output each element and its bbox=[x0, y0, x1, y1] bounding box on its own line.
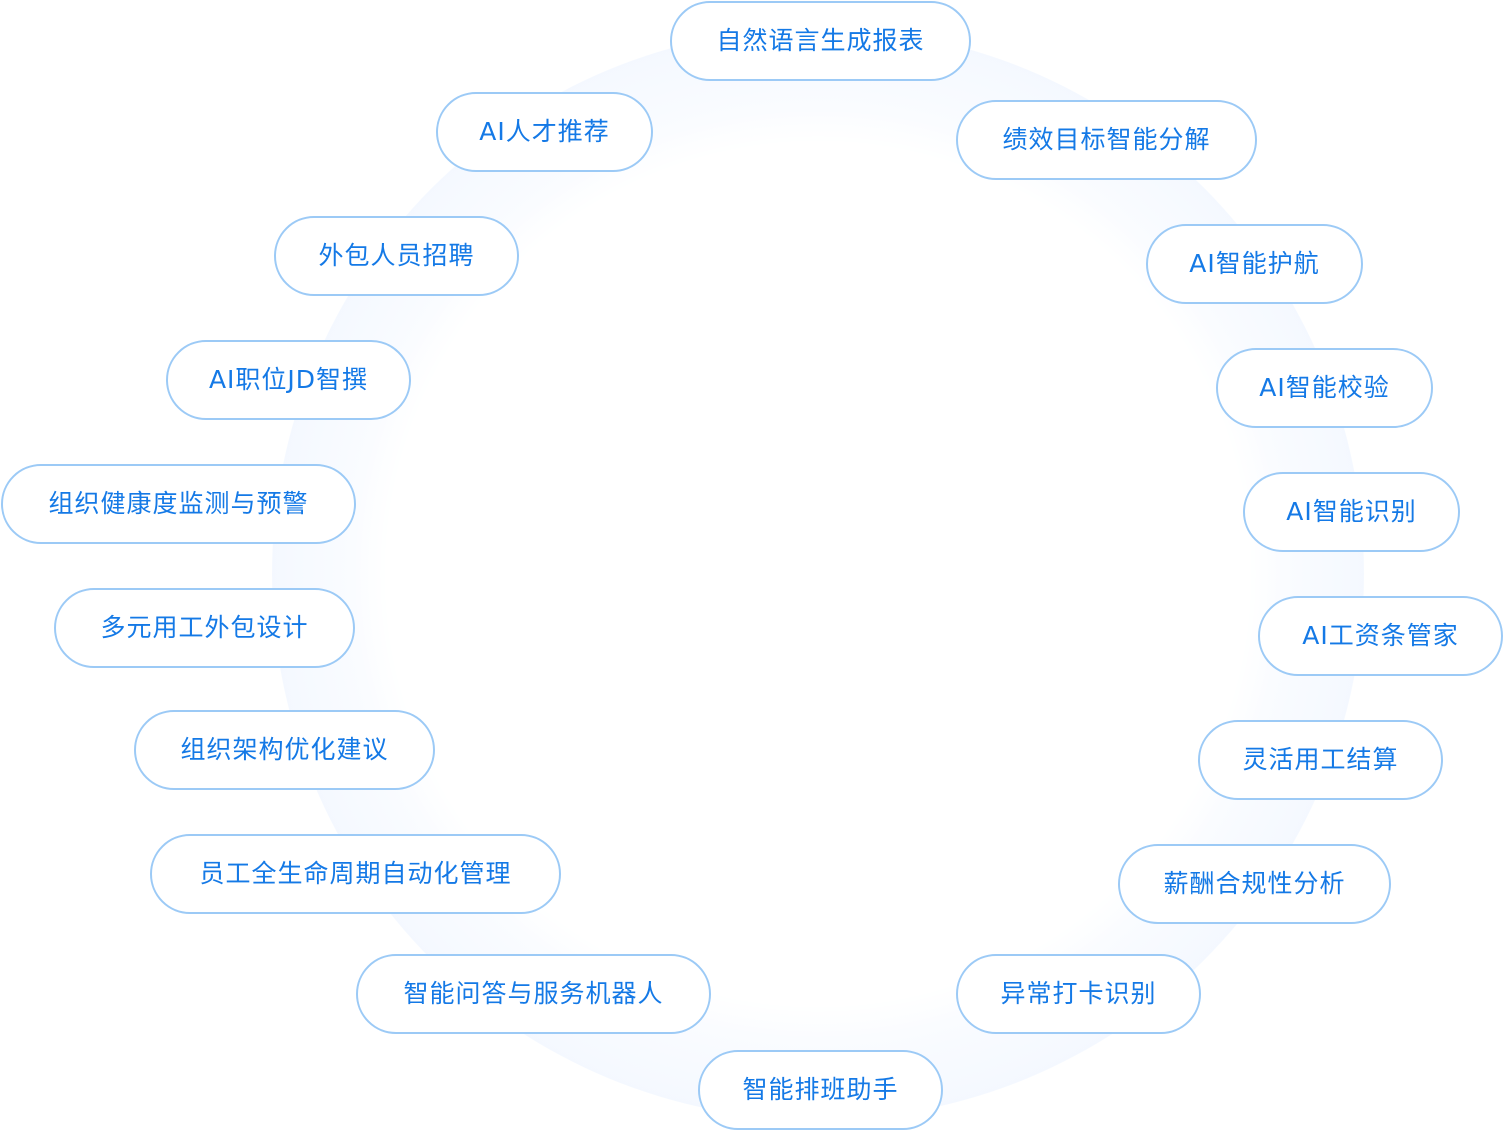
feature-pill-org-structure[interactable]: 组织架构优化建议 bbox=[134, 710, 435, 790]
feature-pill-ai-escort[interactable]: AI智能护航 bbox=[1146, 224, 1363, 304]
feature-pill-ai-talent[interactable]: AI人才推荐 bbox=[436, 92, 653, 172]
feature-pill-ai-recognize[interactable]: AI智能识别 bbox=[1243, 472, 1460, 552]
feature-pill-flexible-settlement[interactable]: 灵活用工结算 bbox=[1198, 720, 1443, 800]
feature-pill-ai-verify[interactable]: AI智能校验 bbox=[1216, 348, 1433, 428]
feature-pill-qa-robot[interactable]: 智能问答与服务机器人 bbox=[356, 954, 711, 1034]
feature-pill-outsourcing-design[interactable]: 多元用工外包设计 bbox=[54, 588, 355, 668]
feature-pill-performance-goal[interactable]: 绩效目标智能分解 bbox=[956, 100, 1257, 180]
feature-pill-org-health[interactable]: 组织健康度监测与预警 bbox=[1, 464, 356, 544]
feature-pill-salary-compliance[interactable]: 薪酬合规性分析 bbox=[1118, 844, 1391, 924]
feature-pill-nl-report[interactable]: 自然语言生成报表 bbox=[670, 1, 971, 81]
feature-pill-ai-jd-writer[interactable]: AI职位JD智撰 bbox=[166, 340, 411, 420]
feature-pill-ai-payslip[interactable]: AI工资条管家 bbox=[1258, 596, 1503, 676]
feature-pill-smart-scheduling[interactable]: 智能排班助手 bbox=[698, 1050, 943, 1130]
feature-pill-lifecycle-automation[interactable]: 员工全生命周期自动化管理 bbox=[150, 834, 561, 914]
feature-pill-abnormal-clockin[interactable]: 异常打卡识别 bbox=[956, 954, 1201, 1034]
feature-pill-outsourcing-recruit[interactable]: 外包人员招聘 bbox=[274, 216, 519, 296]
